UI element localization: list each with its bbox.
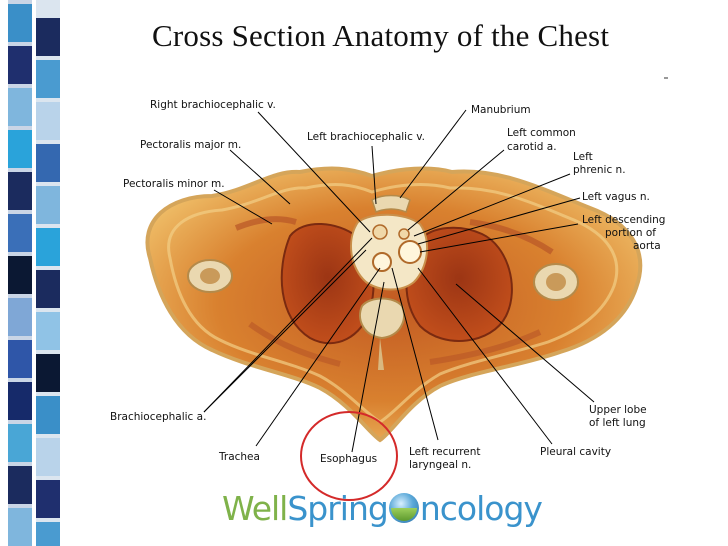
leader-pectoralis-minor xyxy=(213,189,273,225)
label-left-descending-1: Left descending xyxy=(582,214,666,226)
carotid xyxy=(398,228,410,240)
leader-brachiocephalic-a-2 xyxy=(203,249,367,413)
label-pectoralis-major: Pectoralis major m. xyxy=(140,139,242,151)
leader-left-phrenic xyxy=(413,173,571,237)
leader-trachea xyxy=(255,267,381,447)
esophagus-highlight-circle xyxy=(300,411,398,501)
left-brachiocephalic-vein xyxy=(372,224,388,240)
label-left-vagus: Left vagus n. xyxy=(582,191,650,203)
label-left-phrenic-2: phrenic n. xyxy=(573,164,626,176)
leader-brachiocephalic-a-1 xyxy=(203,237,373,413)
leader-left-vagus xyxy=(417,197,581,245)
leader-left-brachiocephalic xyxy=(371,145,377,205)
trachea-ring xyxy=(372,252,392,272)
leader-pectoralis-major xyxy=(229,149,291,205)
decorative-side-strip xyxy=(0,0,68,546)
label-upper-lobe-2: of left lung xyxy=(589,417,646,429)
label-pleural-cavity: Pleural cavity xyxy=(540,446,612,458)
manubrium-bone xyxy=(371,194,411,213)
label-left-descending-2: portion of xyxy=(605,227,656,239)
label-trachea: Trachea xyxy=(219,451,260,463)
vertebra xyxy=(359,297,405,340)
label-manubrium: Manubrium xyxy=(471,104,531,116)
label-left-phrenic-1: Left xyxy=(573,151,593,163)
label-esophagus: Esophagus xyxy=(320,453,378,465)
label-brachiocephalic-artery: Brachiocephalic a. xyxy=(110,411,207,423)
leader-left-common-carotid xyxy=(407,149,505,231)
label-upper-lobe-1: Upper lobe xyxy=(589,404,647,416)
leader-upper-lobe xyxy=(455,283,595,403)
leader-manubrium xyxy=(399,109,467,199)
logo-orb-icon xyxy=(388,493,419,523)
leader-left-recurrent xyxy=(391,267,439,441)
aorta xyxy=(398,240,422,264)
label-left-common-carotid-2: carotid a. xyxy=(507,141,557,153)
page-title: Cross Section Anatomy of the Chest xyxy=(152,18,610,53)
leader-esophagus xyxy=(351,281,385,453)
leader-pleural-cavity xyxy=(417,267,553,445)
label-pectoralis-minor: Pectoralis minor m. xyxy=(123,178,225,190)
leader-right-brachiocephalic xyxy=(257,111,371,233)
leader-left-descending-aorta xyxy=(419,223,579,253)
label-left-common-carotid-1: Left common xyxy=(507,127,576,139)
label-left-recurrent-1: Left recurrent xyxy=(409,446,481,458)
label-left-recurrent-2: laryngeal n. xyxy=(409,459,472,471)
label-right-brachiocephalic-vein: Right brachiocephalic v. xyxy=(150,99,276,111)
label-left-descending-3: aorta xyxy=(633,240,661,252)
label-left-brachiocephalic-vein: Left brachiocephalic v. xyxy=(307,131,425,143)
